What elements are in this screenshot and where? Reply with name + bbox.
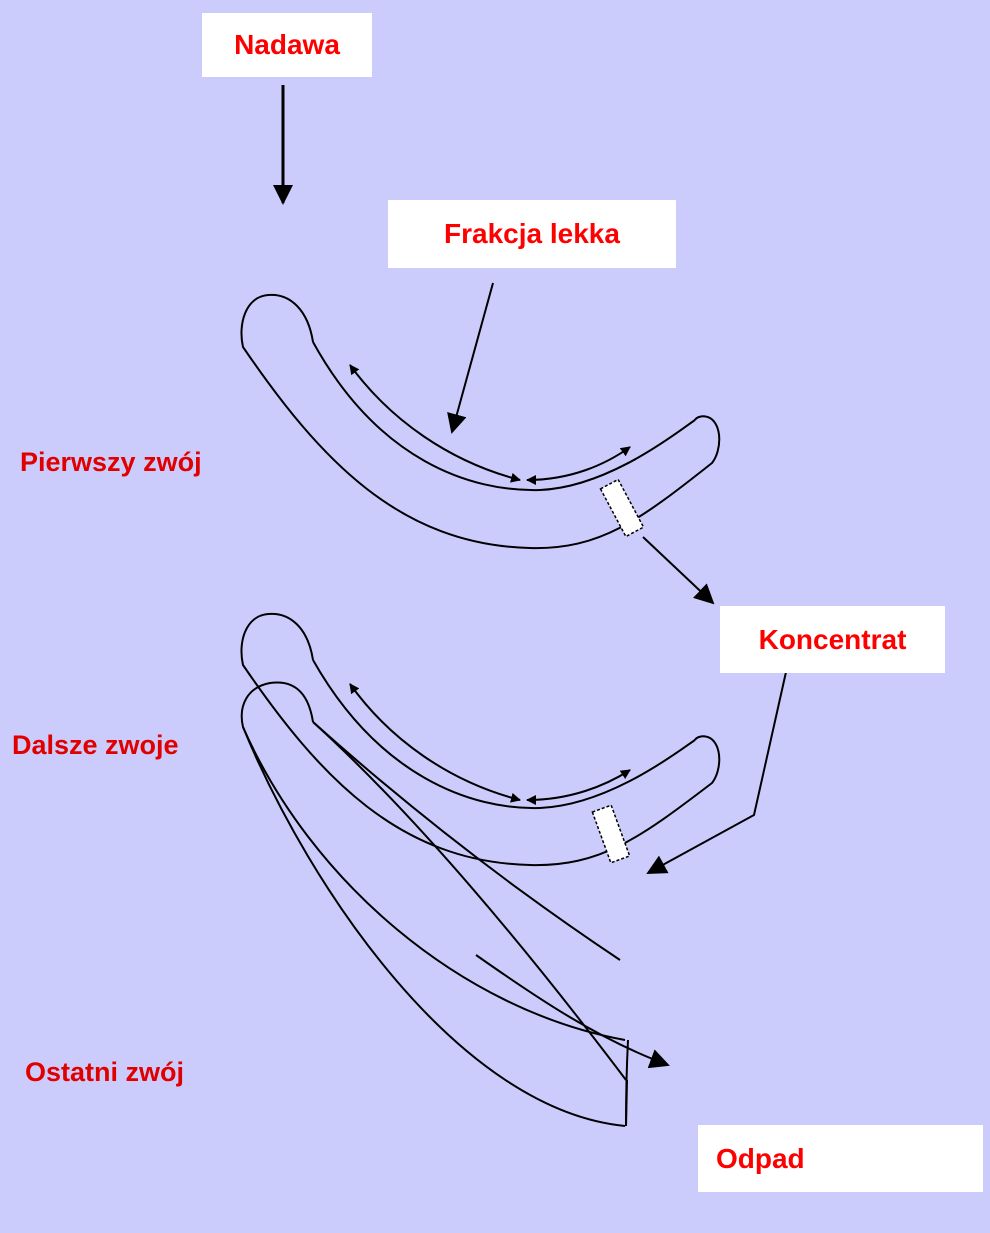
further-turns-label: Dalsze zwoje (12, 730, 179, 760)
turn2-right-double-arrow (526, 769, 631, 805)
concentrate-return-arrow (646, 671, 787, 874)
last-turn-curve (242, 726, 626, 1127)
turn1-to-concentrate-arrow (642, 536, 715, 605)
spiral-turn-further (240, 612, 721, 867)
turn1-left-double-arrow (349, 364, 521, 483)
waste-arrow (475, 954, 670, 1069)
last-turn-end-edge (625, 1079, 628, 1127)
feed-label-box: Nadawa (202, 13, 372, 77)
waste-label-box: Odpad (698, 1125, 983, 1192)
light-fraction-label-box: Frakcja lekka (388, 200, 676, 268)
waste-label: Odpad (716, 1142, 805, 1174)
spiral-turn-first (240, 293, 721, 550)
concentrate-label-box: Koncentrat (720, 606, 945, 673)
turn1-right-double-arrow (526, 446, 631, 485)
spiral-turn-last (240, 681, 629, 1127)
concentrate-label: Koncentrat (758, 623, 907, 655)
feed-label: Nadawa (234, 29, 340, 60)
first-turn-label: Pierwszy zwój (20, 447, 202, 477)
light-fraction-pointer (447, 282, 494, 434)
last-turn-label: Ostatni zwój (25, 1057, 185, 1087)
last-turn-outer-edge (312, 721, 627, 1081)
turn1-splitter (599, 478, 645, 538)
turn2-left-double-arrow (349, 683, 521, 803)
light-fraction-label: Frakcja lekka (444, 218, 620, 249)
